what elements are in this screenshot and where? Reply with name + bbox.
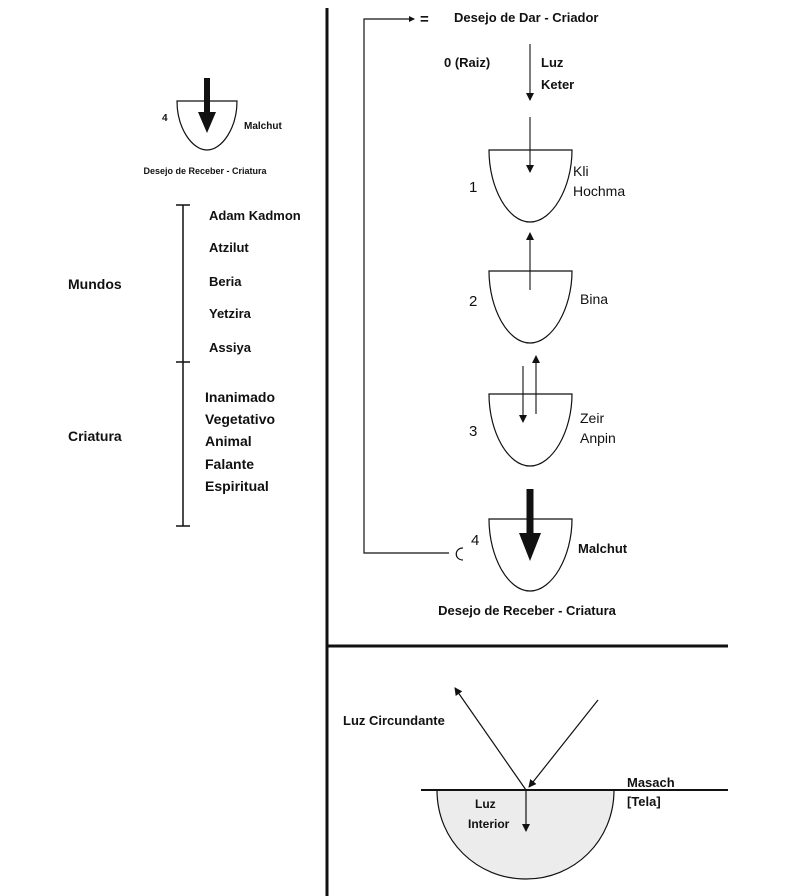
vessel-3-sublabel: Anpin — [580, 430, 616, 446]
worlds-list: Adam Kadmon Atzilut Beria Yetzira Assiya — [209, 208, 301, 355]
vessel-1-number: 1 — [469, 179, 477, 196]
worlds-bracket: Mundos Criatura — [68, 204, 190, 527]
small-vessel-number: 4 — [162, 113, 168, 124]
creature-level-item: Vegetativo — [205, 411, 275, 427]
keter-light-label: Luz — [541, 55, 564, 70]
vessel-3-number: 3 — [469, 423, 477, 440]
tela-label: [Tela] — [627, 794, 661, 809]
mundos-label: Mundos — [68, 276, 122, 292]
vessel-1-shape — [488, 149, 573, 223]
surrounding-light-label: Luz Circundante — [343, 713, 445, 728]
small-malchut-vessel: 4 Malchut Desejo de Receber - Criatura — [143, 78, 282, 176]
vessel-1-label: Kli — [573, 163, 589, 179]
small-vessel-label: Malchut — [244, 121, 282, 132]
inner-light-label: Luz — [475, 797, 496, 811]
vessel-stage-1: 1 Kli Hochma — [469, 117, 625, 223]
root-label: 0 (Raiz) — [444, 55, 490, 70]
lower-vessel-shape — [436, 789, 615, 880]
creature-levels-list: Inanimado Vegetativo Animal Falante Espi… — [205, 389, 275, 494]
vessel-4-label: Malchut — [578, 541, 628, 556]
masach-label: Masach — [627, 775, 675, 790]
small-vessel-caption: Desejo de Receber - Criatura — [143, 166, 267, 176]
feedback-connector-line — [363, 16, 449, 554]
reflected-light-ray — [454, 687, 527, 791]
creature-level-item: Animal — [205, 433, 252, 449]
vessel-2-shape — [488, 270, 573, 344]
vessel-3-shape — [488, 393, 573, 467]
inner-light-sublabel: Interior — [468, 817, 510, 831]
vessel-4-number: 4 — [471, 532, 479, 549]
vessel-stage-4: 4 Malchut — [471, 489, 628, 592]
left-panel: 4 Malchut Desejo de Receber - Criatura M… — [68, 78, 301, 527]
creature-level-item: Falante — [205, 456, 254, 472]
right-panel: = Desejo de Dar - Criador 0 (Raiz) Luz K… — [363, 10, 628, 618]
world-item: Adam Kadmon — [209, 208, 301, 223]
vessel-stage-3: 3 Zeir Anpin — [469, 355, 616, 467]
incoming-light-ray — [528, 699, 599, 788]
vessel-2-number: 2 — [469, 293, 477, 310]
connector-hook — [455, 547, 464, 561]
world-item: Beria — [209, 274, 242, 289]
world-item: Yetzira — [209, 306, 252, 321]
vessel-1-sublabel: Hochma — [573, 183, 625, 199]
equals-symbol: = — [420, 11, 429, 28]
world-item: Atzilut — [209, 240, 249, 255]
vessel-2-label: Bina — [580, 291, 608, 307]
vessel-3-label: Zeir — [580, 410, 604, 426]
vessel-stage-2: 2 Bina — [469, 232, 608, 344]
criatura-label: Criatura — [68, 428, 122, 444]
bottom-panel: Luz Circundante Masach [Tela] Luz Interi… — [343, 687, 728, 880]
vessel-4-thick-arrow-head — [519, 533, 541, 561]
giving-desire-title: Desejo de Dar - Criador — [454, 10, 599, 25]
creature-level-item: Inanimado — [205, 389, 275, 405]
world-item: Assiya — [209, 340, 252, 355]
small-vessel-thick-arrow-head — [198, 112, 216, 133]
creature-level-item: Espiritual — [205, 478, 269, 494]
keter-light-sublabel: Keter — [541, 77, 574, 92]
receiving-desire-caption: Desejo de Receber - Criatura — [438, 603, 617, 618]
